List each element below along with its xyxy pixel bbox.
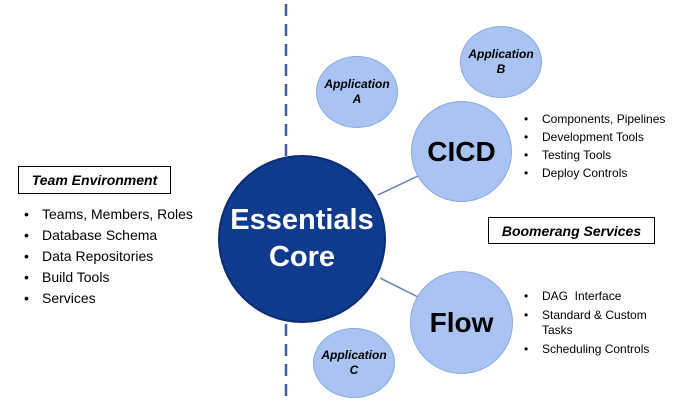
list-item: Scheduling Controls [520, 342, 670, 357]
cicd-label: CICD [427, 135, 496, 167]
application-b-circle: Application B [460, 26, 542, 98]
application-c-line2: C [349, 363, 359, 377]
connector-core-flow [379, 277, 421, 299]
list-item: Data Repositories [20, 246, 230, 267]
flow-label: Flow [429, 306, 494, 338]
core-line1: Essentials [230, 204, 374, 236]
application-c-circle: Application C [313, 328, 395, 398]
list-item: Deploy Controls [520, 166, 680, 181]
cicd-list: Components, Pipelines Development Tools … [520, 112, 680, 181]
team-environment-title-text: Team Environment [31, 172, 158, 188]
application-c-line1: Application [321, 348, 387, 362]
list-item: Testing Tools [520, 148, 680, 163]
boomerang-services-title-text: Boomerang Services [501, 222, 642, 239]
application-b-line2: B [496, 62, 506, 76]
list-item: Components, Pipelines [520, 112, 680, 127]
boomerang-services-title: Boomerang Services [488, 217, 655, 244]
application-a-line1: Application [324, 77, 390, 91]
core-line2: Core [268, 241, 336, 273]
list-item: DAG Interface [520, 289, 670, 304]
list-item: Development Tools [520, 130, 680, 145]
list-item: Teams, Members, Roles [20, 204, 230, 225]
list-item: Services [20, 288, 230, 309]
application-b-line1: Application [468, 47, 534, 61]
flow-list: DAG Interface Standard & Custom Tasks Sc… [520, 289, 670, 357]
application-a-line2: A [352, 92, 362, 106]
list-item: Standard & Custom Tasks [520, 308, 670, 338]
list-item: Database Schema [20, 225, 230, 246]
cicd-circle: CICD [411, 101, 512, 202]
essentials-core-circle: Essentials Core [218, 155, 386, 323]
team-environment-list: Teams, Members, Roles Database Schema Da… [20, 204, 230, 309]
connector-core-cicd [377, 174, 421, 196]
flow-circle: Flow [410, 271, 513, 374]
team-environment-title: Team Environment [18, 166, 171, 194]
application-a-circle: Application A [316, 56, 398, 128]
list-item: Build Tools [20, 267, 230, 288]
